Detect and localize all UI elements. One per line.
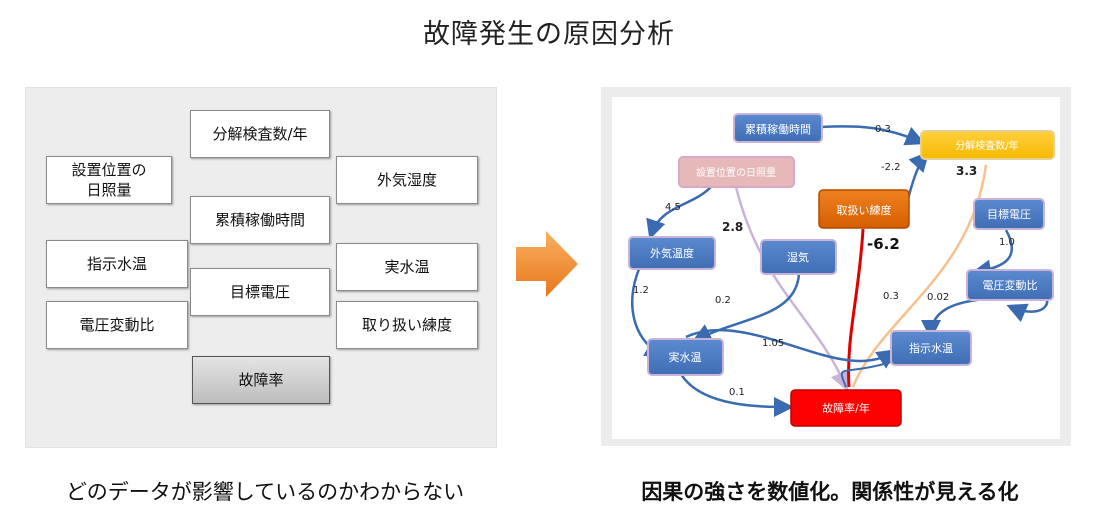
node-label: 分解検査数/年 <box>955 139 1018 152</box>
factor-label: 設置位置の 日照量 <box>71 161 147 199</box>
edge-label: 0.2 <box>715 295 731 306</box>
node-shiji: 指示水温 <box>890 330 972 366</box>
node-kosho: 故障率/年 <box>790 389 902 427</box>
caption-right: 因果の強さを数値化。関係性が見える化 <box>641 480 1019 504</box>
edge-label: 1.2 <box>633 285 649 296</box>
edge-label: -2.2 <box>881 162 901 173</box>
edge-label: 0.3 <box>875 124 891 135</box>
edge-label: 1.0 <box>999 237 1015 248</box>
factor-box-gaiki: 外気湿度 <box>336 156 478 204</box>
factor-label: 電圧変動比 <box>79 316 155 334</box>
factor-label: 実水温 <box>384 258 430 276</box>
factor-box-bunkai: 分解検査数/年 <box>190 110 330 158</box>
edge-jitsu-shiji <box>685 328 898 369</box>
node-label: 故障率/年 <box>822 401 870 415</box>
node-label: 設置位置の日照量 <box>696 166 776 179</box>
edge-shiji-kosho <box>840 361 892 388</box>
factor-box-kosho: 故障率 <box>192 356 330 404</box>
node-bunkai: 分解検査数/年 <box>920 130 1055 160</box>
factor-box-ruiseki: 累積稼働時間 <box>190 196 330 244</box>
edge-label: -6.2 <box>867 235 900 253</box>
edge-label: 0.3 <box>883 291 899 302</box>
factor-box-toriatsu: 取り扱い練度 <box>336 301 478 349</box>
edge-label: 0.1 <box>729 387 745 398</box>
node-label: 累積稼働時間 <box>745 122 811 136</box>
edge-secchi-gaiki <box>646 186 712 240</box>
edge-label: 4.5 <box>665 202 681 213</box>
factor-label: 指示水温 <box>86 255 147 273</box>
node-label: 湿気 <box>787 250 809 264</box>
node-secchi: 設置位置の日照量 <box>678 156 795 188</box>
factor-box-mokuhyo: 目標電圧 <box>190 268 330 316</box>
factor-label: 分解検査数/年 <box>212 125 308 143</box>
page-title: 故障発生の原因分析 <box>423 19 675 50</box>
factor-box-denatsu: 電圧変動比 <box>46 301 188 349</box>
edge-ruiseki-bunkai <box>820 125 926 146</box>
factor-box-secchi: 設置位置の 日照量 <box>46 156 172 204</box>
edge-shitsu-jitsu <box>691 273 801 343</box>
edge-label: 2.8 <box>722 220 743 234</box>
caption-left: どのデータが影響しているのかわからない <box>65 480 465 504</box>
node-denatsu: 電圧変動比 <box>966 269 1054 301</box>
edge-label: 1.05 <box>762 338 784 349</box>
edge-label: 3.3 <box>956 164 977 178</box>
node-label: 取扱い練度 <box>837 203 892 217</box>
factor-label: 目標電圧 <box>229 283 290 301</box>
node-label: 実水温 <box>669 350 702 364</box>
node-ruiseki: 累積稼働時間 <box>733 113 823 143</box>
node-label: 目標電圧 <box>987 207 1031 221</box>
factor-label: 外気湿度 <box>376 171 437 189</box>
node-jitsu: 実水温 <box>647 338 724 376</box>
edge-label: 0.02 <box>927 292 949 303</box>
node-gaiki: 外気温度 <box>628 236 716 270</box>
node-label: 外気温度 <box>650 246 694 260</box>
causal-graph: 累積稼働時間 分解検査数/年 設置位置の日照量 取扱い練度 目標電圧 外気温度 … <box>612 97 1060 439</box>
factor-box-shiji: 指示水温 <box>46 240 188 288</box>
factor-label: 取り扱い練度 <box>361 316 452 334</box>
node-mokuhyo: 目標電圧 <box>973 198 1045 230</box>
transition-arrow-icon <box>516 231 578 297</box>
node-label: 指示水温 <box>909 341 953 355</box>
factor-label: 累積稼働時間 <box>214 211 305 229</box>
edge-jitsu-kosho <box>679 373 794 417</box>
causal-graph-panel: 累積稼働時間 分解検査数/年 設置位置の日照量 取扱い練度 目標電圧 外気温度 … <box>601 87 1071 446</box>
factor-label: 故障率 <box>238 371 284 389</box>
node-shitsu: 湿気 <box>760 239 837 275</box>
node-label: 電圧変動比 <box>983 278 1038 292</box>
node-toriatsu: 取扱い練度 <box>818 189 910 229</box>
factor-box-jitsu: 実水温 <box>336 243 478 291</box>
unordered-factors-panel: 分解検査数/年 設置位置の 日照量 外気湿度 累積稼働時間 指示水温 実水温 目… <box>25 87 497 448</box>
